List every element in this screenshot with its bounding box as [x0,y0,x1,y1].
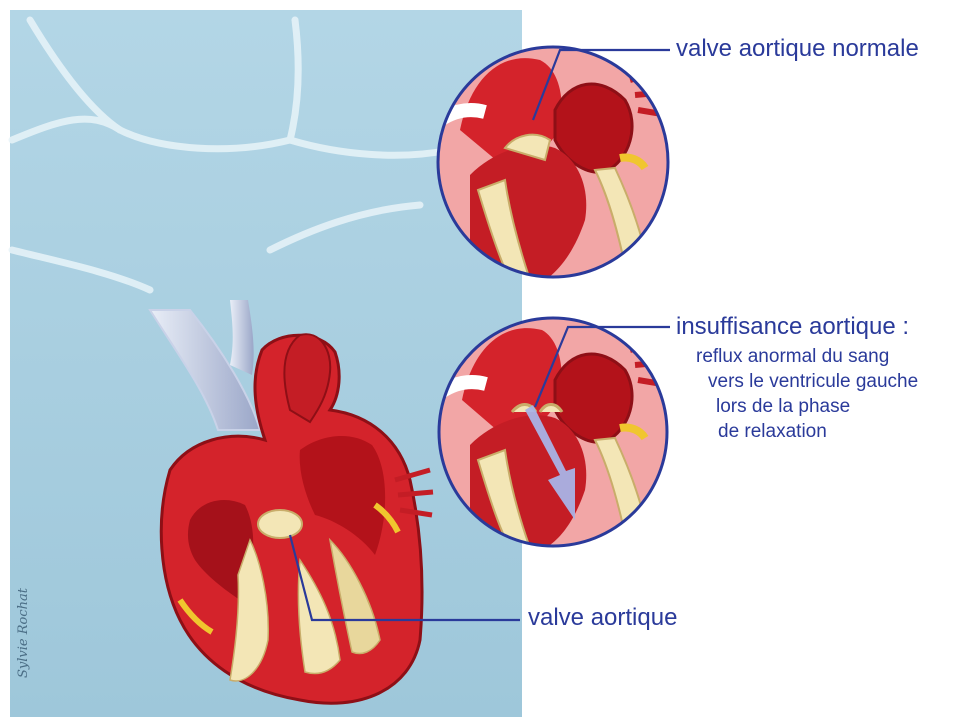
label-insufficiency: insuffisance aortique : [676,313,909,341]
artist-signature: Sylvie Rochat [16,588,31,678]
zoom-circle-insufficiency [439,318,668,548]
label-insufficiency-line-2: vers le ventricule gauche [708,369,918,394]
label-insufficiency-line-4: de relaxation [718,419,827,444]
zoom-circle-normal [438,47,668,280]
main-aortic-valve [258,510,302,538]
label-aortic-valve: valve aortique [528,604,677,632]
label-insufficiency-line-1: reflux anormal du sang [696,344,889,369]
label-normal-valve: valve aortique normale [676,35,919,63]
label-insufficiency-line-3: lors de la phase [716,394,850,419]
